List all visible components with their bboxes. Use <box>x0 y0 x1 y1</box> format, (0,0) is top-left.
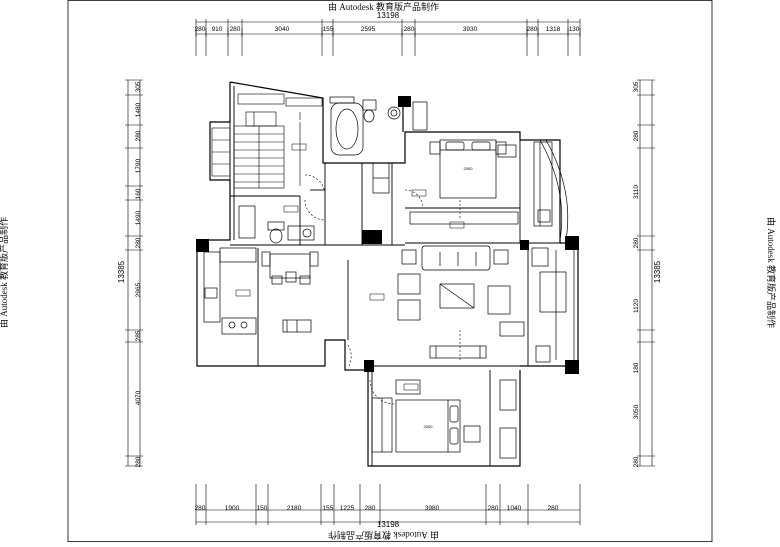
watermark-bottom: 由 Autodesk 教育版产品制作 <box>328 530 439 540</box>
dim-bottom-3: 150 <box>257 505 268 512</box>
dim-top-4: 3040 <box>275 26 290 33</box>
dim-top-5: 155 <box>323 26 334 33</box>
dining-table <box>261 251 319 285</box>
dim-bottom-10: 1040 <box>507 505 522 512</box>
dim-bottom-11: 280 <box>548 505 559 512</box>
dim-right-4: 280 <box>633 237 640 248</box>
dim-bottom-9: 280 <box>488 505 499 512</box>
watermark-left: 由 Autodesk 教育版产品制作 <box>0 217 9 328</box>
dimension-ticks <box>125 19 655 525</box>
dim-left-2: 1480 <box>135 102 142 117</box>
total-width-top: 13198 <box>377 11 400 20</box>
drawing-frame <box>67 0 713 542</box>
dim-left-5: 160 <box>135 188 142 199</box>
dim-bottom-2: 1900 <box>225 505 240 512</box>
dimension-lines <box>127 21 653 523</box>
master-bedroom-bed <box>429 139 553 227</box>
dim-left-11: 280 <box>135 456 142 467</box>
watermark-top: 由 Autodesk 教育版产品制作 <box>328 2 439 12</box>
outer-walls <box>196 81 579 467</box>
dim-right-7: 3050 <box>633 404 640 419</box>
dim-left-4: 1790 <box>135 158 142 173</box>
total-height-left: 13385 <box>117 260 126 283</box>
dim-top-1: 280 <box>195 26 206 33</box>
dim-left-3: 280 <box>135 130 142 141</box>
living-room-furniture <box>397 211 567 363</box>
dim-left-1: 305 <box>135 81 142 92</box>
staircase <box>211 125 285 189</box>
dim-top-10: 1318 <box>546 26 561 33</box>
dim-bottom-1: 280 <box>195 505 206 512</box>
dim-right-3: 3110 <box>633 185 640 199</box>
total-height-right: 13385 <box>653 260 662 283</box>
master-bed-label: 2000 <box>464 166 474 171</box>
dim-left-6: 1490 <box>135 210 142 225</box>
balcony-window <box>539 139 575 360</box>
dim-top-8: 3930 <box>463 26 478 33</box>
dim-top-3: 280 <box>230 26 241 33</box>
dim-top-7: 280 <box>404 26 415 33</box>
second-bedroom-bed <box>371 379 517 459</box>
dim-bottom-6: 1225 <box>340 505 355 512</box>
dim-right-1: 305 <box>633 81 640 92</box>
dim-bottom-5: 155 <box>323 505 334 512</box>
dim-top-2: 910 <box>212 26 223 33</box>
room-tags <box>235 143 465 391</box>
structural-columns <box>196 96 579 374</box>
dim-right-6: 180 <box>633 362 640 373</box>
dim-top-9: 280 <box>527 26 538 33</box>
door-swings <box>304 174 461 405</box>
dim-top-11: 130 <box>569 26 580 33</box>
dim-bottom-4: 2180 <box>287 505 302 512</box>
dim-bottom-7: 280 <box>365 505 376 512</box>
second-bed-label: 2000 <box>424 424 434 429</box>
dim-right-5: 1120 <box>633 299 640 313</box>
dim-left-9: 285 <box>135 330 142 341</box>
dim-left-10: 4070 <box>135 390 142 405</box>
dim-right-2: 280 <box>633 130 640 141</box>
dim-left-8: 2965 <box>135 282 142 297</box>
dim-right-8: 280 <box>633 456 640 467</box>
dim-left-7: 280 <box>135 237 142 248</box>
bathroom-fixtures <box>238 96 428 244</box>
dim-top-6: 2595 <box>361 26 376 33</box>
watermark-right: 由 Autodesk 教育版产品制作 <box>766 217 776 328</box>
dim-bottom-8: 3980 <box>425 505 440 512</box>
kitchen-counters <box>203 247 312 335</box>
total-width-bottom: 13198 <box>377 520 400 529</box>
closet-hangers <box>237 93 323 186</box>
